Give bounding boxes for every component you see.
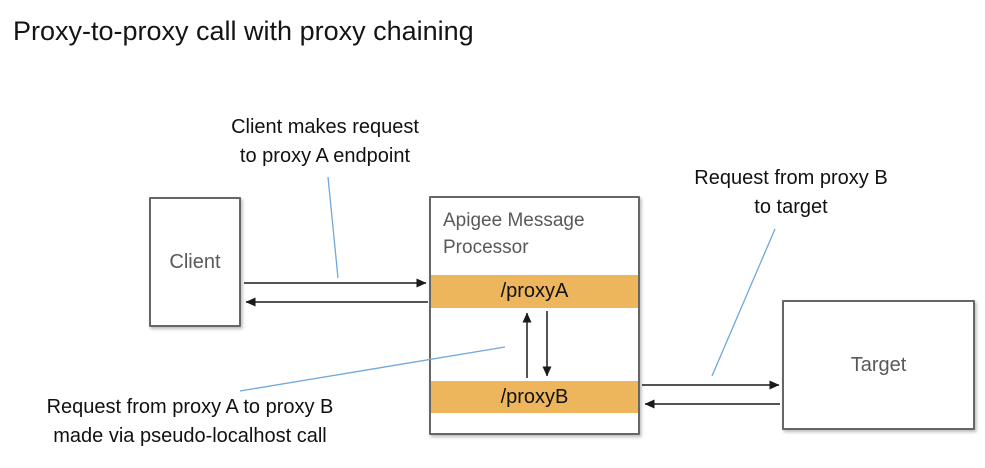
proxy-a-bar: /proxyA bbox=[431, 275, 638, 308]
target-node: Target bbox=[782, 300, 975, 430]
client-label: Client bbox=[169, 250, 221, 273]
proxy-a-label: /proxyA bbox=[500, 280, 569, 302]
diagram-title: Proxy-to-proxy call with proxy chaining bbox=[13, 16, 474, 46]
proxy-b-label: /proxyB bbox=[500, 385, 569, 408]
proxy-b-bar: /proxyB bbox=[431, 381, 638, 413]
proxyb-target-callout-line bbox=[711, 228, 776, 377]
annotation-line: Request from proxy B bbox=[694, 167, 888, 189]
message-processor-label: Apigee Message Processor bbox=[443, 210, 585, 258]
annotation-proxyb-to-target: Request from proxy B to target bbox=[660, 164, 922, 222]
annotation-line: to target bbox=[754, 196, 828, 218]
annotation-line: Request from proxy A to proxy B bbox=[46, 396, 334, 418]
annotation-line: to proxy A endpoint bbox=[239, 145, 411, 167]
client-request-callout-line bbox=[327, 176, 339, 279]
message-processor-node: Apigee Message Processor /proxyA /proxyB bbox=[429, 196, 640, 435]
annotation-line: Client makes request bbox=[231, 116, 419, 138]
target-label: Target bbox=[850, 353, 907, 376]
annotation-line: made via pseudo-localhost call bbox=[53, 425, 327, 447]
annotation-proxya-to-proxyb: Request from proxy A to proxy B made via… bbox=[8, 393, 372, 451]
annotation-client-request: Client makes request to proxy A endpoint bbox=[185, 113, 465, 171]
client-node: Client bbox=[149, 197, 241, 327]
